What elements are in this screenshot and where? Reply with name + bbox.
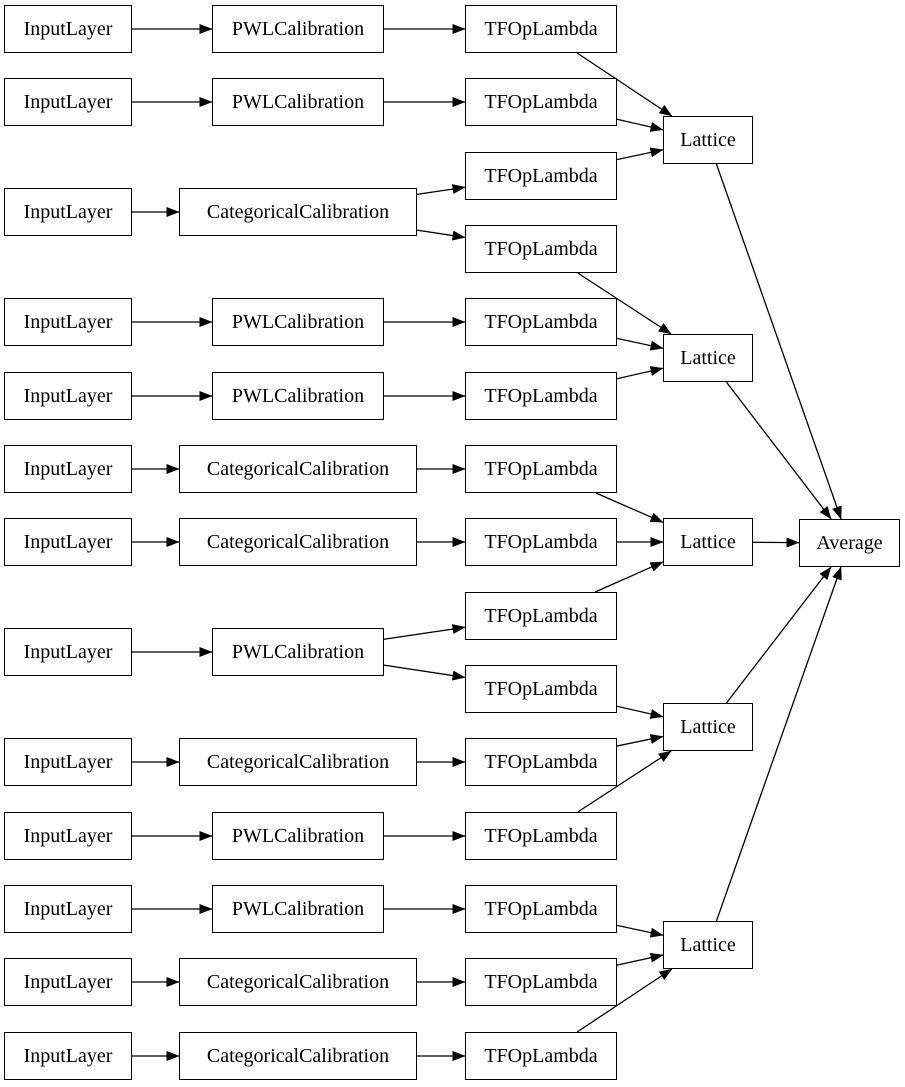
edges <box>132 24 842 1061</box>
node-tfoplambda-tf4: TFOpLambda <box>465 225 617 273</box>
node-tfoplambda-tf2: TFOpLambda <box>465 78 617 126</box>
edge-tf15-to-lat5 <box>576 968 673 1033</box>
node-inputlayer-il11: InputLayer <box>4 885 132 933</box>
node-categoricalcalibration-cat6: CategoricalCalibration <box>179 1032 417 1080</box>
node-average-avg: Average <box>799 519 900 567</box>
edge-tf12-to-lat4 <box>577 750 672 813</box>
node-lattice-lat5: Lattice <box>663 921 753 969</box>
node-inputlayer-il9: InputLayer <box>4 738 132 786</box>
node-tfoplambda-tf12: TFOpLambda <box>465 812 617 860</box>
node-inputlayer-il7: InputLayer <box>4 518 132 566</box>
node-pwlcalibration-pwl4: PWLCalibration <box>212 372 384 420</box>
node-tfoplambda-tf3: TFOpLambda <box>465 152 617 200</box>
edge-tf6-to-lat2 <box>616 366 664 380</box>
node-categoricalcalibration-cat2: CategoricalCalibration <box>179 445 417 493</box>
node-categoricalcalibration-cat4: CategoricalCalibration <box>179 738 417 786</box>
edge-tf7-to-lat3 <box>595 492 664 523</box>
edge-tf5-to-lat2 <box>616 337 664 351</box>
edge-tf3-to-lat1 <box>616 147 664 161</box>
edge-cat1-to-tf4 <box>416 229 466 241</box>
edge-tf10-to-lat4 <box>616 705 664 719</box>
edge-tf4-to-lat2 <box>577 272 672 335</box>
node-categoricalcalibration-cat1: CategoricalCalibration <box>179 188 417 236</box>
node-inputlayer-il1: InputLayer <box>4 5 132 53</box>
node-inputlayer-il6: InputLayer <box>4 445 132 493</box>
edge-lat1-to-avg <box>715 163 842 520</box>
node-inputlayer-il10: InputLayer <box>4 812 132 860</box>
node-inputlayer-il8: InputLayer <box>4 628 132 676</box>
node-tfoplambda-tf14: TFOpLambda <box>465 958 617 1006</box>
edge-tf2-to-lat1 <box>616 118 664 132</box>
edge-tf1-to-lat1 <box>576 52 673 117</box>
node-inputlayer-il5: InputLayer <box>4 372 132 420</box>
node-tfoplambda-tf7: TFOpLambda <box>465 445 617 493</box>
node-tfoplambda-tf8: TFOpLambda <box>465 518 617 566</box>
node-tfoplambda-tf15: TFOpLambda <box>465 1032 617 1080</box>
node-inputlayer-il12: InputLayer <box>4 958 132 1006</box>
edge-lat2-to-avg <box>725 381 832 520</box>
node-tfoplambda-tf5: TFOpLambda <box>465 298 617 346</box>
node-inputlayer-il3: InputLayer <box>4 188 132 236</box>
node-tfoplambda-tf10: TFOpLambda <box>465 665 617 713</box>
edge-tf14-to-lat5 <box>616 952 664 966</box>
node-lattice-lat4: Lattice <box>663 703 753 751</box>
edge-pwl5-to-tf9 <box>383 624 466 640</box>
node-pwlcalibration-pwl1: PWLCalibration <box>212 5 384 53</box>
node-lattice-lat1: Lattice <box>663 116 753 164</box>
node-pwlcalibration-pwl3: PWLCalibration <box>212 298 384 346</box>
node-tfoplambda-tf1: TFOpLambda <box>465 5 617 53</box>
edge-tf9-to-lat3 <box>594 561 664 593</box>
node-categoricalcalibration-cat5: CategoricalCalibration <box>179 958 417 1006</box>
edge-lat4-to-avg <box>725 566 832 704</box>
edge-tf11-to-lat4 <box>616 734 664 747</box>
node-pwlcalibration-pwl7: PWLCalibration <box>212 885 384 933</box>
node-tfoplambda-tf9: TFOpLambda <box>465 592 617 640</box>
edge-tf13-to-lat5 <box>616 924 664 938</box>
edge-cat1-to-tf3 <box>416 184 466 196</box>
node-lattice-lat2: Lattice <box>663 334 753 382</box>
node-lattice-lat3: Lattice <box>663 518 753 566</box>
node-tfoplambda-tf11: TFOpLambda <box>465 738 617 786</box>
node-pwlcalibration-pwl5: PWLCalibration <box>212 628 384 676</box>
node-inputlayer-il13: InputLayer <box>4 1032 132 1080</box>
edge-pwl5-to-tf10 <box>383 664 466 681</box>
node-tfoplambda-tf6: TFOpLambda <box>465 372 617 420</box>
node-pwlcalibration-pwl6: PWLCalibration <box>212 812 384 860</box>
node-pwlcalibration-pwl2: PWLCalibration <box>212 78 384 126</box>
node-categoricalcalibration-cat3: CategoricalCalibration <box>179 518 417 566</box>
node-inputlayer-il2: InputLayer <box>4 78 132 126</box>
node-tfoplambda-tf13: TFOpLambda <box>465 885 617 933</box>
edge-lat5-to-avg <box>715 566 842 922</box>
node-inputlayer-il4: InputLayer <box>4 298 132 346</box>
